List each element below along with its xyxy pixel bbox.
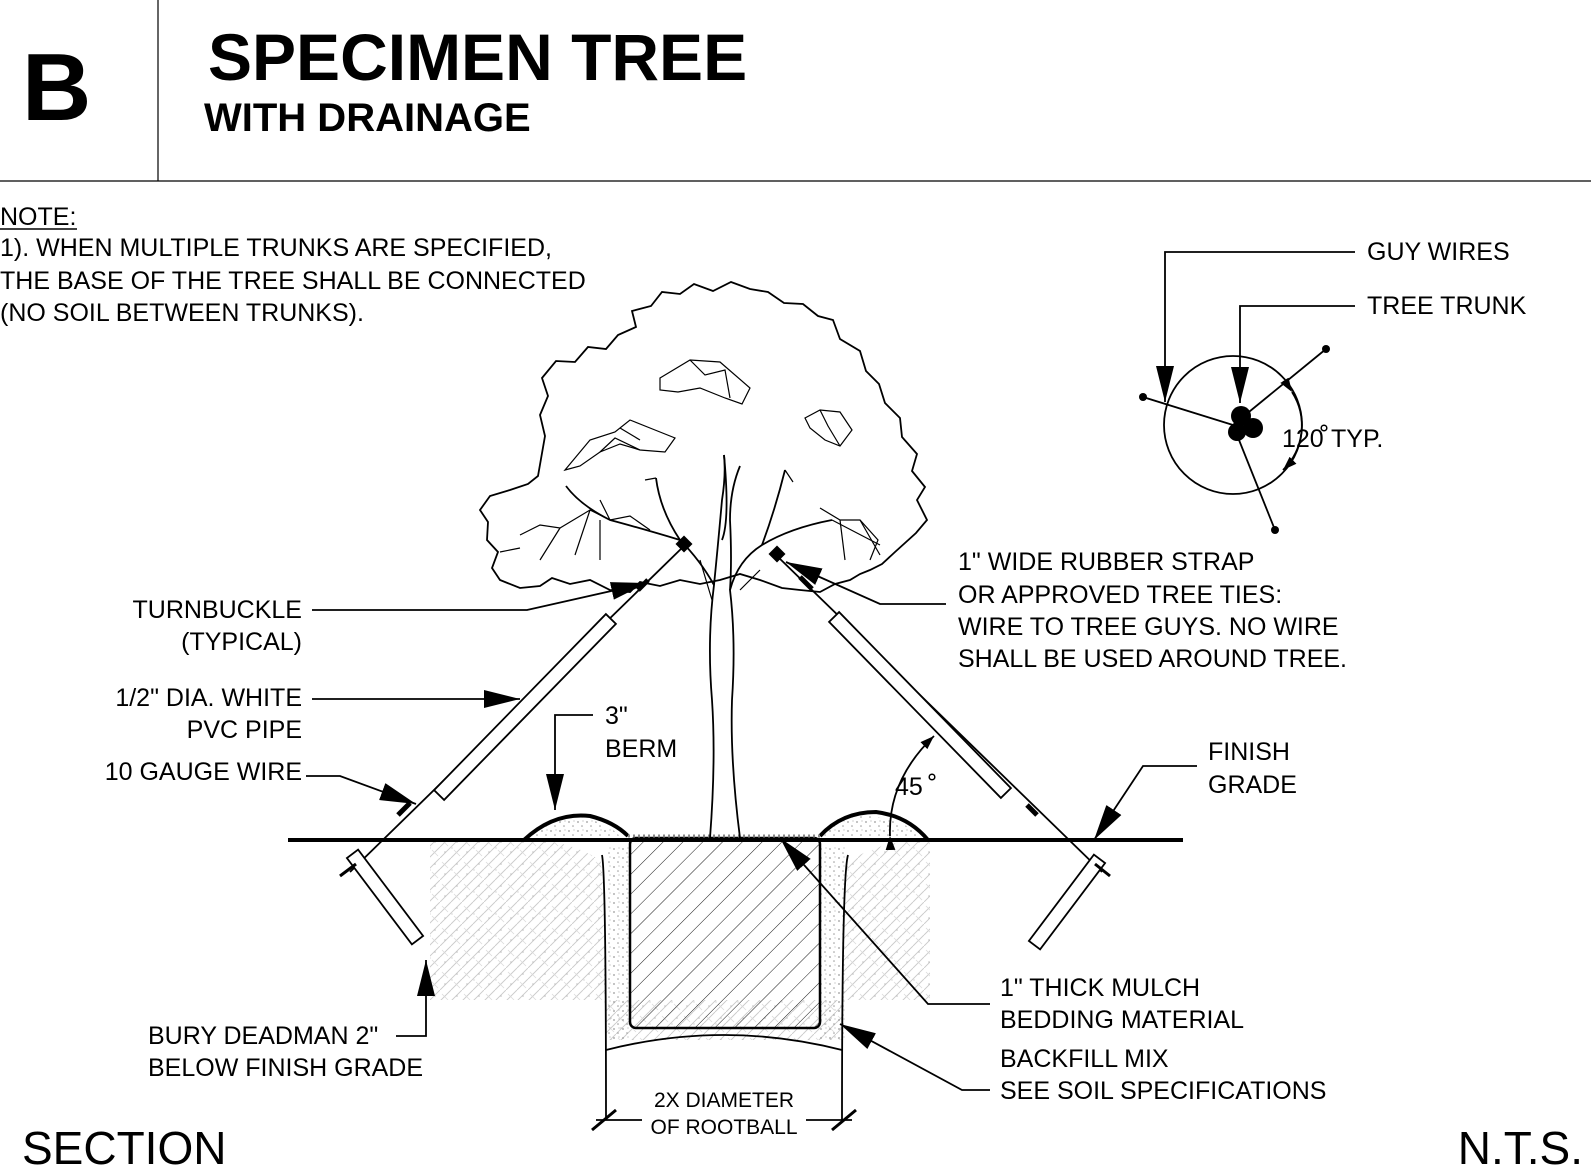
planting-pit [288,809,1183,1121]
scale-label: N.T.S. [1458,1122,1583,1174]
guy-wires-label: GUY WIRES [1367,238,1510,266]
guying-system-right [768,545,1111,951]
rootball-dimension: 2X DIAMETER OF ROOTBALL [591,1089,857,1139]
berm-label-2: BERM [605,735,677,763]
guying-system-left [339,535,693,946]
gauge-wire-label: 10 GAUGE WIRE [105,758,302,786]
strap-label-2: OR APPROVED TREE TIES: [958,581,1282,609]
angle-120-label: 120 [1282,425,1324,453]
trunk-cluster [1228,406,1263,441]
angle-45-annotation: 45 [885,735,936,851]
dimension-label-2: OF ROOTBALL [650,1116,797,1139]
rootball [628,836,822,1030]
tree-illustration [478,281,929,839]
pvc-pipe-label-2: PVC PIPE [187,716,302,744]
section-label: SECTION [22,1122,226,1174]
turnbuckle-label-2: (TYPICAL) [181,628,302,656]
backfill-label-2: SEE SOIL SPECIFICATIONS [1000,1077,1326,1105]
dimension-label-1: 2X DIAMETER [654,1089,794,1112]
angle-45-label: 45 [895,773,923,801]
note-line-3: (NO SOIL BETWEEN TRUNKS). [0,299,364,327]
tree-trunk-label: TREE TRUNK [1367,292,1527,320]
finish-grade-label-2: GRADE [1208,771,1297,799]
right-pvc-pipe [827,610,1013,800]
left-pvc-pipe [432,612,618,802]
detail-title: SPECIMEN TREE [208,20,747,94]
note-line-2: THE BASE OF THE TREE SHALL BE CONNECTED [0,267,586,295]
strap-label-3: WIRE TO TREE GUYS. NO WIRE [958,613,1339,641]
strap-label-1: 1" WIDE RUBBER STRAP [958,548,1254,576]
deadman-label-1: BURY DEADMAN 2" [148,1022,378,1050]
finish-grade-label-1: FINISH [1208,738,1290,766]
left-deadman [345,848,425,946]
right-deadman [1027,853,1107,951]
pvc-pipe-label-1: 1/2" DIA. WHITE [115,684,302,712]
tree-canopy-outline [478,281,929,593]
note-block: NOTE: 1). WHEN MULTIPLE TRUNKS ARE SPECI… [0,203,586,327]
detail-subtitle: WITH DRAINAGE [204,96,531,140]
note-line-1: 1). WHEN MULTIPLE TRUNKS ARE SPECIFIED, [0,234,552,262]
angle-typ-label: TYP. [1331,425,1383,453]
note-heading: NOTE: [0,203,76,231]
berm-left [522,813,630,842]
strap-label-4: SHALL BE USED AROUND TREE. [958,645,1347,673]
berm-label-1: 3" [605,702,628,730]
turnbuckle-label-1: TURNBUCKLE [133,596,302,624]
detail-letter: B [22,34,91,141]
backfill-label-1: BACKFILL MIX [1000,1045,1169,1073]
callouts-right: 1" WIDE RUBBER STRAP OR APPROVED TREE TI… [779,548,1347,1105]
deadman-label-2: BELOW FINISH GRADE [148,1054,423,1082]
callouts-left: TURNBUCKLE (TYPICAL) 1/2" DIA. WHITE PVC… [105,582,677,1082]
mulch-label-1: 1" THICK MULCH [1000,974,1200,1002]
guying-plan-view: 120 TYP. GUY WIRES TREE TRUNK [1139,238,1527,534]
mulch-label-2: BEDDING MATERIAL [1000,1006,1244,1034]
title-block: B SPECIMEN TREE WITH DRAINAGE [0,0,1591,182]
